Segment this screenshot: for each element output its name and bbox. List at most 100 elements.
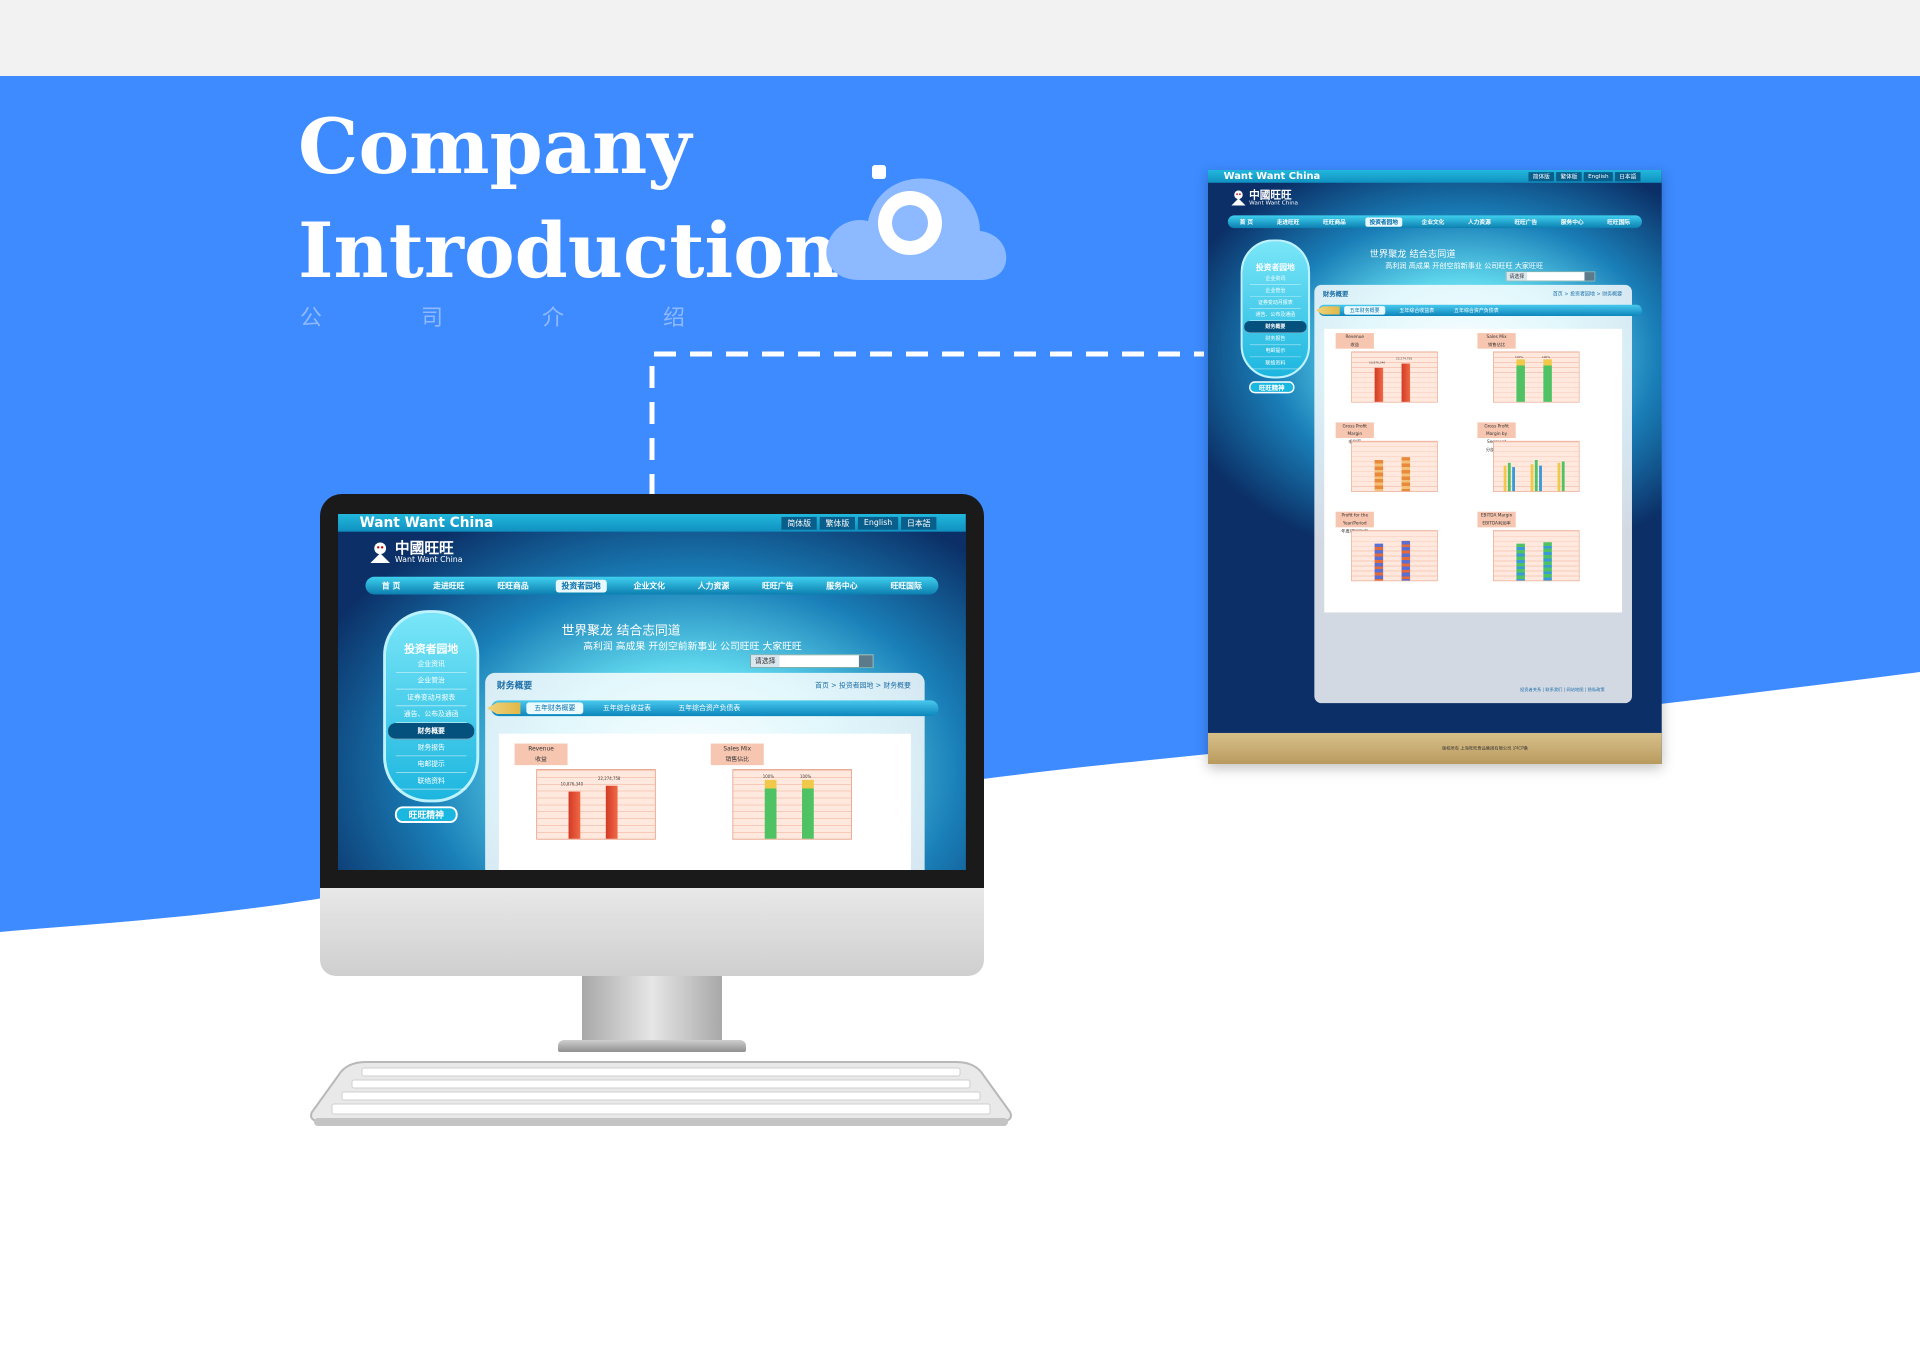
tab-income[interactable]: 五年综合收益表: [1399, 307, 1435, 314]
chart-plot: 100% 100%: [732, 769, 853, 840]
lang-traditional[interactable]: 繁体版: [819, 516, 856, 530]
sidebar-item-financial-summary[interactable]: 财务概要: [388, 722, 475, 740]
search-select[interactable]: 请选择: [751, 655, 780, 668]
sidebar-item-securities[interactable]: 证券变动月报表: [1249, 297, 1301, 309]
sidebar-title: 投资者园地: [1255, 262, 1295, 273]
chart-title: Gross Profit Margin毛利率: [1335, 422, 1374, 444]
sidebar-item-reports[interactable]: 财务报告: [1249, 333, 1301, 346]
chart-profit: Profit for the Year/Period年度/期间溢利: [1335, 511, 1457, 603]
site-sidebar: 投资者园地 企业资讯 企业管治 证券变动月报表 通告、公布及通函 财务概要 财务…: [1240, 239, 1311, 379]
tab-five-year-summary[interactable]: 五年财务概要: [1344, 306, 1386, 315]
content-panel: 财务概要 首页 > 投资者园地 > 财务概要 五年财务概要 五年综合收益表 五年…: [485, 672, 939, 870]
sidebar-item-reports[interactable]: 财务报告: [395, 740, 467, 757]
nav-hr[interactable]: 人力资源: [1468, 218, 1491, 225]
nav-investors[interactable]: 投资者园地: [555, 579, 607, 592]
lang-traditional[interactable]: 繁体版: [1556, 171, 1582, 181]
search-select[interactable]: 请选择: [1506, 272, 1528, 281]
cloud-logo-icon: [826, 165, 1007, 280]
site-header: 中國旺旺 Want Want China: [1208, 183, 1662, 211]
nav-hr[interactable]: 人力资源: [697, 581, 730, 591]
sidebar-item-email-alert[interactable]: 电邮提示: [395, 756, 467, 773]
site-header: 中國旺旺 Want Want China: [338, 532, 966, 571]
chart-title: Gross Profit Margin by Segment分部毛利率: [1477, 422, 1516, 452]
site-logo-en: Want Want China: [1249, 199, 1299, 207]
sidebar-item-governance[interactable]: 企业管治: [1249, 285, 1301, 297]
chart-plot: 10,876,340 22,274,758: [1351, 351, 1438, 403]
site-logo-cn: 中國旺旺: [394, 539, 454, 558]
sidebar-item-announcements[interactable]: 通告、公布及通函: [395, 706, 467, 723]
tab-five-year-summary[interactable]: 五年财务概要: [526, 702, 584, 715]
bar: [1557, 462, 1561, 492]
lang-japanese[interactable]: 日本語: [901, 516, 937, 530]
bar: [1530, 464, 1534, 492]
nav-culture[interactable]: 企业文化: [633, 581, 665, 591]
nav-service[interactable]: 服务中心: [1560, 218, 1584, 225]
nav-ads[interactable]: 旺旺广告: [1514, 218, 1538, 225]
chart-plot: [1351, 440, 1438, 492]
sidebar-item-securities[interactable]: 证券变动月报表: [395, 690, 467, 707]
search-icon[interactable]: [858, 655, 873, 668]
sidebar-item-news[interactable]: 企业资讯: [395, 656, 467, 673]
chart-plot: [1493, 440, 1580, 492]
bar: [1374, 367, 1384, 402]
top-band: [0, 0, 1920, 76]
bar: [764, 779, 777, 839]
sidebar-item-announcements[interactable]: 通告、公布及通函: [1249, 309, 1301, 322]
nav-ads[interactable]: 旺旺广告: [762, 581, 794, 591]
tab-balance[interactable]: 五年综合资产负债表: [678, 704, 741, 713]
lang-english[interactable]: English: [1583, 171, 1613, 181]
chart-plot: 10,876,340 22,274,758: [536, 769, 656, 840]
tab-income[interactable]: 五年综合收益表: [602, 704, 651, 713]
full-page-preview: Want Want China 简体版 繁体版 English 日本語 中國旺旺…: [1208, 170, 1662, 764]
bar: [1516, 543, 1525, 581]
site-sidebar: 投资者园地 企业资讯 企业管治 证券变动月报表 通告、公布及通函 财务概要 财务…: [383, 610, 480, 803]
nav-culture[interactable]: 企业文化: [1421, 218, 1445, 225]
sidebar-item-financial-summary[interactable]: 财务概要: [1244, 321, 1307, 334]
chart-plot: [1351, 530, 1438, 582]
search-icon[interactable]: [1584, 272, 1595, 281]
nav-service[interactable]: 服务中心: [826, 581, 858, 591]
sidebar-item-email-alert[interactable]: 电邮提示: [1249, 345, 1301, 358]
nav-international[interactable]: 旺旺国际: [890, 581, 922, 591]
lang-simplified[interactable]: 简体版: [781, 516, 817, 530]
pencil-icon: [1315, 306, 1340, 315]
sidebar-item-governance[interactable]: 企业管治: [395, 673, 467, 690]
nav-about[interactable]: 走进旺旺: [433, 581, 465, 591]
nav-products[interactable]: 旺旺商品: [1323, 218, 1346, 225]
site-top-bar: Want Want China 简体版 繁体版 English 日本語: [1208, 170, 1662, 183]
bar: [1374, 459, 1384, 492]
bar: [1539, 465, 1542, 492]
chart-gross-margin: Gross Profit Margin毛利率: [1335, 422, 1457, 513]
imac-screen: Want Want China 简体版 繁体版 English 日本語 中國旺旺…: [338, 514, 966, 870]
sidebar-item-contact[interactable]: 联络资料: [1249, 357, 1301, 370]
website-screenshot-full: Want Want China 简体版 繁体版 English 日本語 中國旺旺…: [1208, 170, 1662, 764]
hero-title: Company Introduction: [298, 95, 839, 303]
lang-english[interactable]: English: [858, 516, 899, 530]
site-top-bar: Want Want China 简体版 繁体版 English 日本語: [338, 514, 966, 532]
lang-simplified[interactable]: 简体版: [1528, 171, 1555, 181]
bar: [1503, 465, 1507, 492]
nav-investors[interactable]: 投资者园地: [1365, 217, 1403, 227]
site-nav: 首 页 走进旺旺 旺旺商品 投资者园地 企业文化 人力资源 旺旺广告 服务中心 …: [1227, 215, 1642, 229]
nav-products[interactable]: 旺旺商品: [497, 581, 529, 591]
site-logo-en: Want Want China: [394, 555, 463, 565]
chart-plot: 100% 100%: [1493, 351, 1580, 403]
nav-home[interactable]: 首 页: [381, 581, 401, 591]
site-subslogan: 高利润 高成果 开创空前新事业 公司旺旺 大家旺旺: [583, 641, 802, 653]
site-search[interactable]: 请选择: [750, 654, 874, 669]
lang-japanese[interactable]: 日本語: [1614, 171, 1641, 181]
sidebar-item-contact[interactable]: 联络资料: [395, 773, 467, 790]
footer-links[interactable]: 投资者关系 | 联系我们 | 网站地图 | 隐私政策: [1519, 687, 1605, 693]
nav-about[interactable]: 走进旺旺: [1276, 218, 1300, 225]
sidebar-item-news[interactable]: 企业资讯: [1249, 273, 1301, 285]
nav-international[interactable]: 旺旺国际: [1607, 218, 1630, 225]
tab-balance[interactable]: 五年综合资产负债表: [1454, 307, 1499, 314]
nav-home[interactable]: 首 页: [1239, 218, 1254, 225]
pencil-icon: [487, 702, 521, 715]
bar: [1543, 542, 1552, 581]
site-search[interactable]: 请选择: [1505, 271, 1596, 282]
website-screenshot: Want Want China 简体版 繁体版 English 日本語 中國旺旺…: [338, 514, 966, 870]
